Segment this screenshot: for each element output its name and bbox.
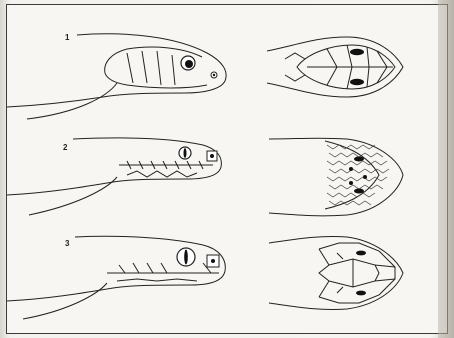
side-view-eye	[179, 147, 217, 161]
figure-frame: 1	[6, 4, 448, 334]
top-view-head	[267, 37, 403, 97]
side-view-eye	[181, 56, 217, 78]
snake-head-drawing-2	[7, 131, 449, 235]
top-view-eyes	[356, 251, 366, 296]
side-view-head	[7, 34, 226, 119]
side-view-head	[7, 236, 225, 319]
top-view-head	[269, 236, 403, 309]
panel-3: 3	[7, 229, 449, 333]
panel-1: 1	[7, 23, 449, 127]
panel-2: 2	[7, 131, 449, 235]
snake-head-drawing-1	[7, 23, 449, 127]
side-view-eye	[177, 248, 219, 267]
adjacent-page-edge	[438, 0, 454, 338]
snake-head-drawing-3	[7, 229, 449, 333]
